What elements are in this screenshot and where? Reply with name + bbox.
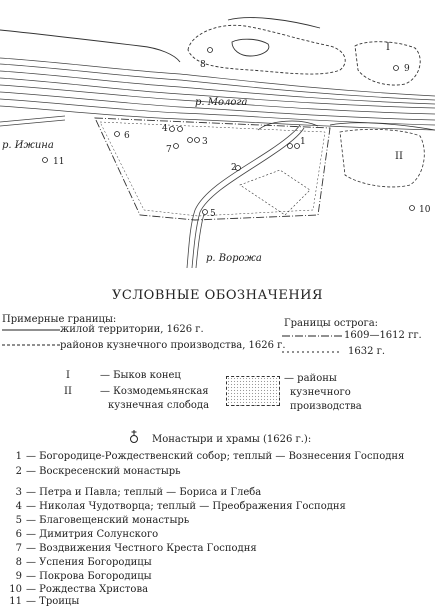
church-marker-4a: [169, 126, 175, 132]
marker-label-7: 7: [166, 145, 172, 155]
district-ii-area: [329, 122, 435, 188]
marker-label-3: 3: [202, 137, 208, 147]
legend-ostrog-1632: 1632 г.: [348, 346, 386, 357]
marker-label-6: 6: [124, 131, 130, 141]
church-row: 6— Димитрия Солунского: [15, 529, 159, 540]
church-marker-2: [235, 165, 241, 171]
legend-smithy-swatch: [226, 376, 280, 406]
label-river-mologa: р. Молога: [195, 97, 248, 108]
legend-end-2-num: II: [64, 386, 72, 397]
church-marker-1a: [287, 143, 293, 149]
river-mologa: [0, 57, 435, 131]
church-marker-4b: [177, 126, 183, 132]
legend-end-1: — Быков конец: [100, 370, 181, 381]
church-row: 10— Рождества Христова: [9, 584, 149, 595]
district-label-ii: II: [395, 151, 403, 162]
label-river-vorozha: р. Ворожа: [206, 253, 262, 264]
legend-smithy-districts: районов кузнечного производства, 1626 г.: [60, 340, 286, 351]
town-map: [0, 17, 435, 269]
legend-smithy-area-b: кузнечного: [290, 387, 351, 398]
church-row: 1— Богородице-Рождественский собор; тепл…: [15, 451, 405, 462]
legend-smithy-area-a: — районы: [284, 373, 337, 384]
marker-label-9: 9: [404, 64, 410, 74]
legend-end-2-a: — Козмодемьянская: [100, 386, 209, 397]
church-marker-3a: [187, 137, 193, 143]
church-marker-11: [42, 157, 48, 163]
legend-ostrog-1609: 1609—1612 гг.: [344, 330, 422, 341]
marker-label-11: 11: [53, 157, 65, 167]
marker-label-10: 10: [419, 205, 431, 215]
church-symbol-icon: [130, 430, 138, 443]
legend-title: УСЛОВНЫЕ ОБОЗНАЧЕНИЯ: [111, 288, 323, 303]
marker-label-5: 5: [210, 209, 216, 219]
marker-label-8: 8: [200, 60, 206, 70]
town-territory: [94, 117, 331, 221]
district-label-i: I: [386, 42, 390, 53]
church-marker-6: [114, 131, 120, 137]
legend-line-samples: [2, 329, 60, 346]
legend-living-territory: жилой территории, 1626 г.: [60, 324, 204, 335]
marker-label-2: 2: [231, 163, 237, 173]
church-marker-9: [393, 65, 399, 71]
label-river-izhina: р. Ижина: [2, 140, 54, 151]
church-marker-10: [409, 205, 415, 211]
marker-label-4: 4: [162, 124, 168, 134]
legend-approx-header: Примерные границы:: [2, 314, 117, 325]
church-markers: [42, 47, 415, 215]
north-areas: [0, 17, 421, 86]
legend-smithy-area-c: производства: [290, 401, 362, 412]
river-vorozha: [186, 124, 305, 269]
legend-end-1-num: I: [66, 370, 70, 381]
church-row: 5— Благовещенский монастырь: [15, 515, 190, 526]
legend-ostrog-lines: [282, 335, 342, 353]
marker-label-1: 1: [300, 137, 306, 147]
river-izhina: [0, 115, 66, 127]
church-marker-5: [202, 209, 208, 215]
church-row: 2— Воскресенский монастырь: [15, 466, 181, 477]
church-row: 4— Николая Чудотворца; теплый — Преображ…: [15, 501, 346, 512]
legend-monasteries: Монастыри и храмы (1626 г.):: [152, 434, 312, 445]
legend-end-2-b: кузнечная слобода: [108, 400, 210, 411]
church-marker-8: [207, 47, 213, 53]
church-marker-7: [173, 143, 179, 149]
church-row: 7— Воздвижения Честного Креста Господня: [15, 543, 257, 554]
church-row: 9— Покрова Богородицы: [15, 571, 152, 582]
legend-ostrog-header: Границы острога:: [284, 318, 379, 329]
church-row: 8— Успения Богородицы: [15, 557, 152, 568]
church-row: 3— Петра и Павла; теплый — Бориса и Глеб…: [15, 487, 262, 498]
church-marker-3b: [194, 137, 200, 143]
church-marker-1b: [294, 143, 300, 149]
church-row: 11— Троицы: [9, 596, 80, 607]
